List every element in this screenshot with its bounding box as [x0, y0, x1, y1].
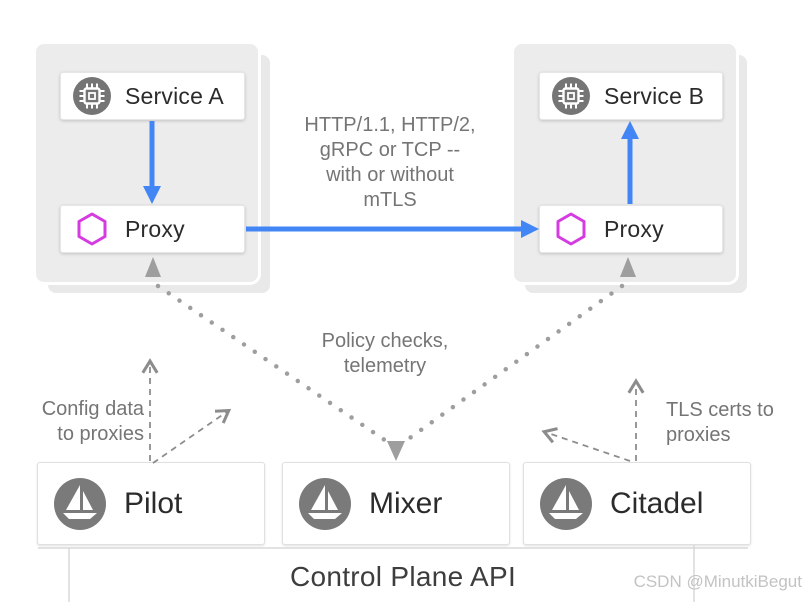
csdn-watermark: CSDN @MinutkiBegut: [633, 572, 802, 591]
arrow-proxy-to-proxy: [246, 220, 539, 238]
pilot-box: Pilot: [37, 462, 265, 545]
istio-sailboat-icon: [540, 477, 592, 530]
dashed-arrow-citadel-diagonal: [541, 427, 631, 462]
service-b-label: Service B: [604, 82, 705, 109]
proxy-hexagon-icon: [556, 212, 586, 246]
service-b-box: Service B: [539, 72, 723, 120]
citadel-label: Citadel: [610, 486, 704, 520]
istio-sailboat-icon: [299, 477, 351, 530]
proxy-right-box: Proxy: [539, 205, 723, 253]
service-a-box: Service A: [60, 72, 245, 120]
mixer-label: Mixer: [369, 486, 443, 520]
tls-certs-note: TLS certs to proxies: [666, 399, 774, 446]
traffic-protocols-note: HTTP/1.1, HTTP/2, gRPC or TCP -- with or…: [304, 114, 476, 211]
dashed-arrow-pilot-diagonal: [152, 408, 232, 464]
proxy-left-box: Proxy: [60, 205, 245, 253]
microservice-chip-icon: [552, 77, 590, 115]
pilot-label: Pilot: [124, 486, 183, 520]
service-a-label: Service A: [125, 82, 224, 109]
citadel-box: Citadel: [523, 462, 751, 545]
microservice-chip-icon: [73, 77, 111, 115]
control-plane-api-title: Control Plane API: [289, 561, 517, 592]
policy-checks-note: Policy checks, telemetry: [321, 330, 449, 377]
proxy-hexagon-icon: [77, 212, 107, 246]
istio-sailboat-icon: [54, 477, 106, 530]
proxy-right-label: Proxy: [604, 215, 664, 242]
mixer-down-arrowhead: [387, 441, 405, 461]
proxy-left-label: Proxy: [125, 215, 185, 242]
config-data-note: Config data to proxies: [41, 398, 144, 445]
mixer-box: Mixer: [282, 462, 510, 545]
